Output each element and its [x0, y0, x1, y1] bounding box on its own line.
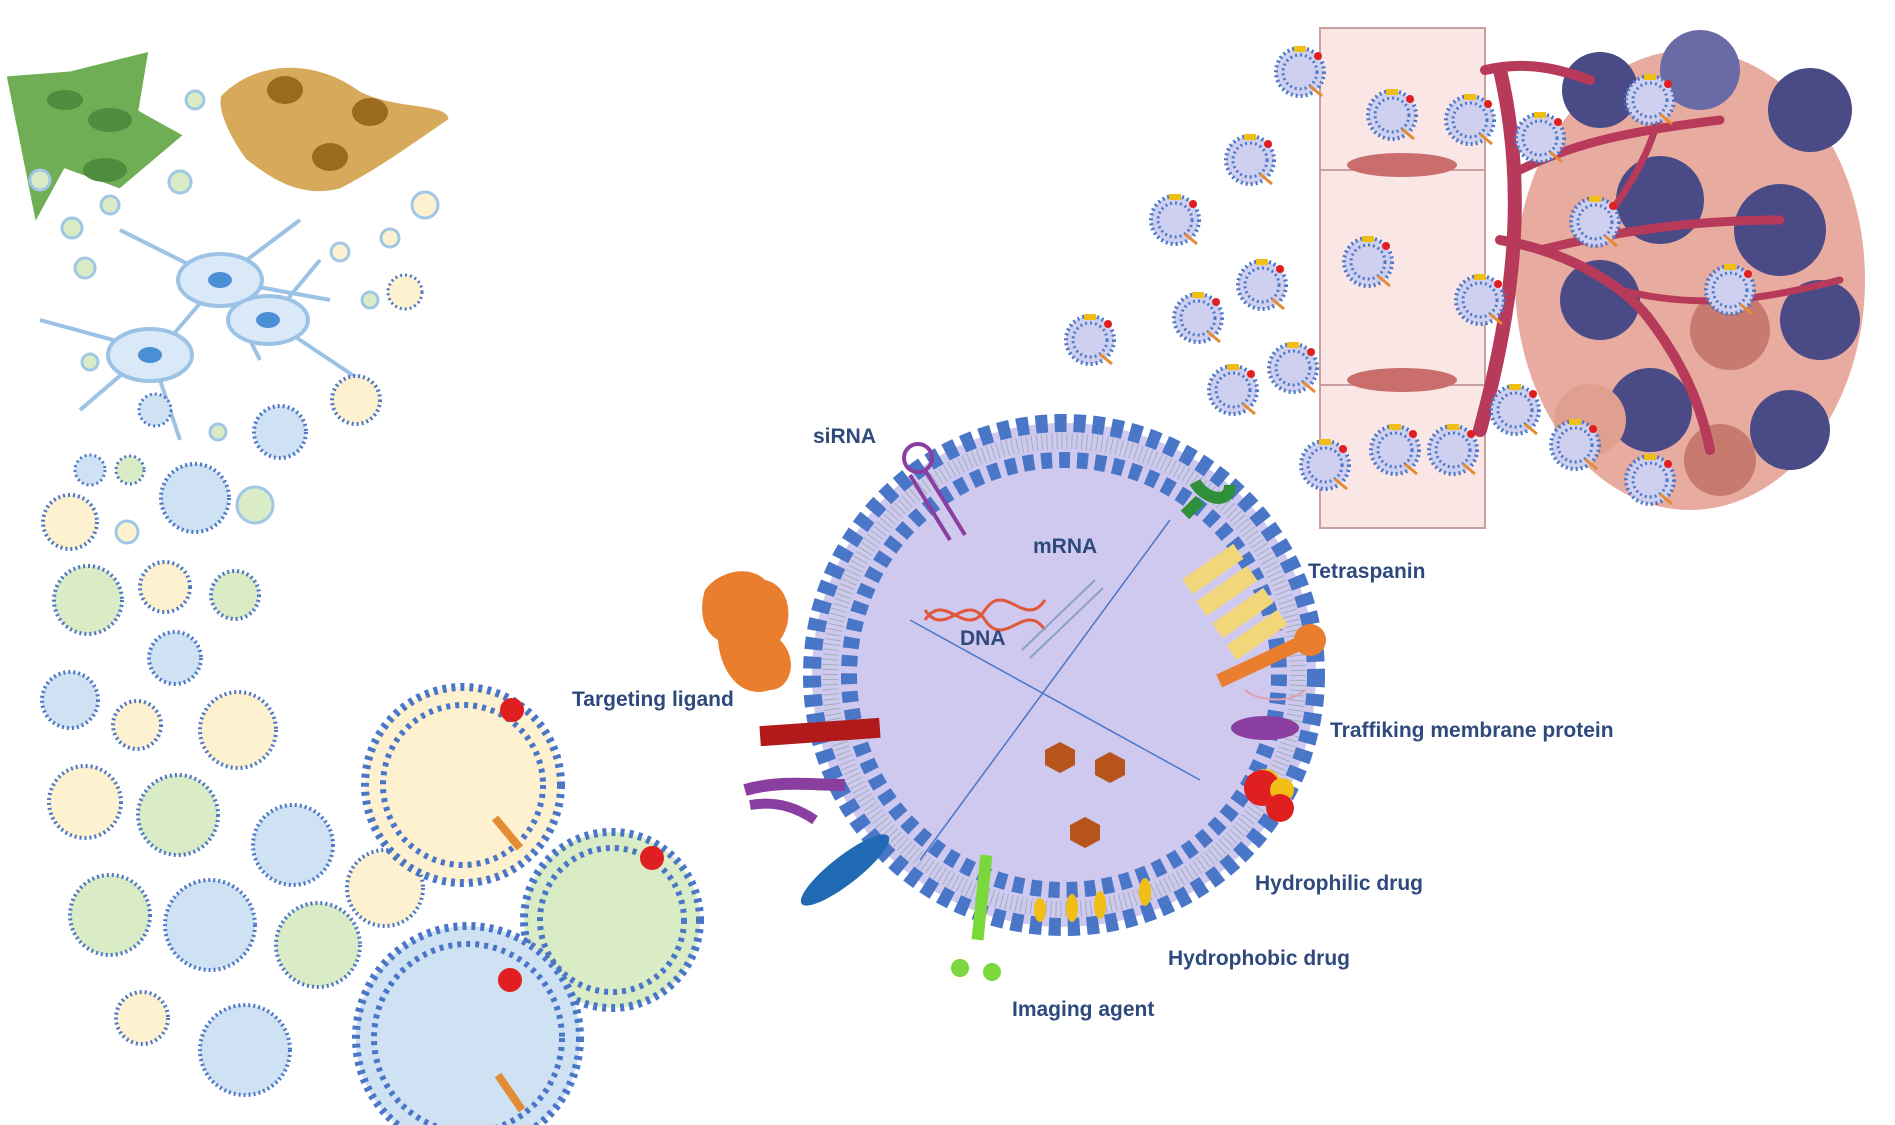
small-vesicles-left — [28, 89, 440, 1097]
label-dna: DNA — [960, 627, 1006, 650]
imaging-agent-icon — [951, 854, 1001, 981]
hydrophilic-drug-icons — [1045, 742, 1125, 848]
label-tetraspanin: Tetraspanin — [1308, 560, 1425, 583]
label-imaging-agent: Imaging agent — [1012, 998, 1154, 1021]
label-targeting-ligand: Targeting ligand — [572, 688, 734, 711]
protein-complex-icon — [1244, 769, 1294, 822]
tan-cells — [217, 64, 452, 195]
central-exosome — [803, 414, 1325, 936]
label-hydrophobic-drug: Hydrophobic drug — [1168, 947, 1350, 970]
label-hydrophilic-drug: Hydrophilic drug — [1255, 872, 1423, 895]
label-sirna: siRNA — [813, 425, 876, 448]
dna-strand — [923, 598, 1047, 632]
sirna-hairpin-icon — [902, 442, 967, 542]
targeting-ligand-icon — [702, 571, 881, 747]
tumor-mass — [1515, 30, 1865, 510]
trafficking-protein-icon — [1231, 689, 1306, 740]
green-cells — [3, 47, 188, 230]
antibody-icon — [743, 777, 846, 825]
capsule-icon — [800, 834, 890, 906]
tetraspanin-icon — [1180, 478, 1288, 661]
label-trafficking-protein: Traffiking membrane protein — [1330, 719, 1614, 742]
large-vesicles-left — [352, 683, 704, 1125]
mrna-strand — [1021, 579, 1104, 659]
hydrophobic-drug-icons — [1034, 878, 1151, 922]
neurons — [39, 218, 362, 441]
label-mrna: mRNA — [1033, 535, 1097, 558]
receptor-icon — [1216, 624, 1326, 688]
